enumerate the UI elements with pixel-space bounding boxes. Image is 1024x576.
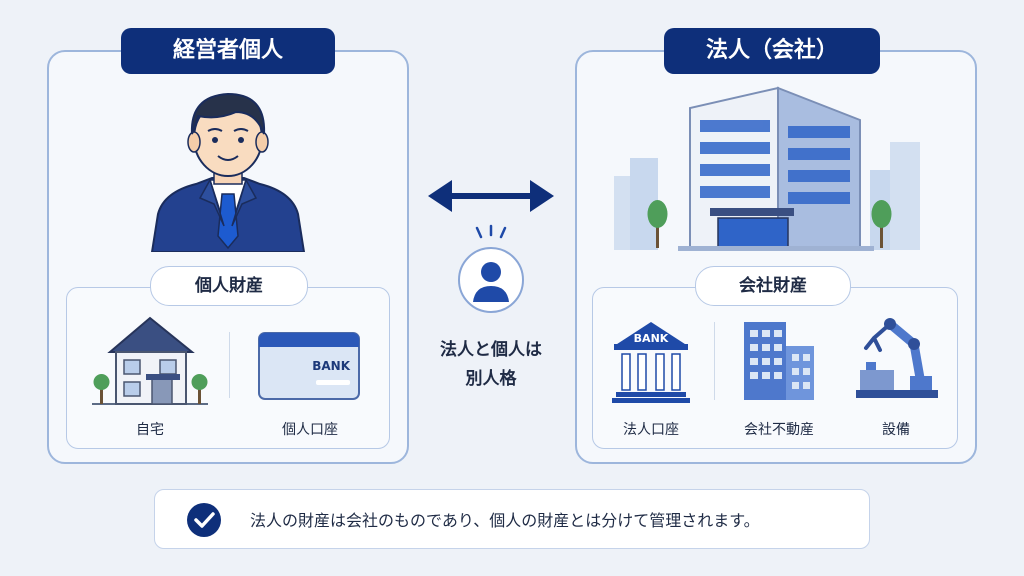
separate-entity-text: 法人と個人は 別人格 [418, 336, 564, 394]
check-icon [187, 503, 221, 537]
bank-card-icon: BANK [258, 332, 360, 400]
house-icon [92, 316, 208, 405]
businessman-icon [150, 92, 306, 252]
footer-note-text: 法人の財産は会社のものであり、個人の財産とは分けて管理されます。 [250, 511, 760, 530]
office-building-icon [614, 86, 920, 251]
corporation-title: 法人（会社） [664, 28, 880, 74]
company-buildings-icon [744, 322, 814, 400]
personal-account-label: 個人口座 [282, 422, 338, 438]
bank-building-text: BANK [634, 332, 669, 345]
person-icon [458, 224, 524, 313]
divider [714, 322, 715, 400]
company-assets-label: 会社財産 [695, 266, 851, 306]
personal-assets-label: 個人財産 [150, 266, 308, 306]
divider [229, 332, 230, 398]
individual-title: 経営者個人 [121, 28, 335, 74]
equipment-label: 設備 [882, 422, 910, 438]
robot-arm-icon [856, 318, 938, 398]
separate-entity-line2: 別人格 [465, 369, 517, 389]
company-real-estate-label: 会社不動産 [744, 422, 814, 438]
home-label: 自宅 [136, 422, 164, 438]
corporate-account-label: 法人口座 [623, 422, 679, 438]
card-bank-text: BANK [312, 359, 350, 373]
bank-building-icon: BANK [612, 322, 690, 403]
double-arrow-icon [428, 180, 554, 212]
footer-note-box [154, 489, 870, 549]
separate-entity-line1: 法人と個人は [440, 340, 542, 360]
